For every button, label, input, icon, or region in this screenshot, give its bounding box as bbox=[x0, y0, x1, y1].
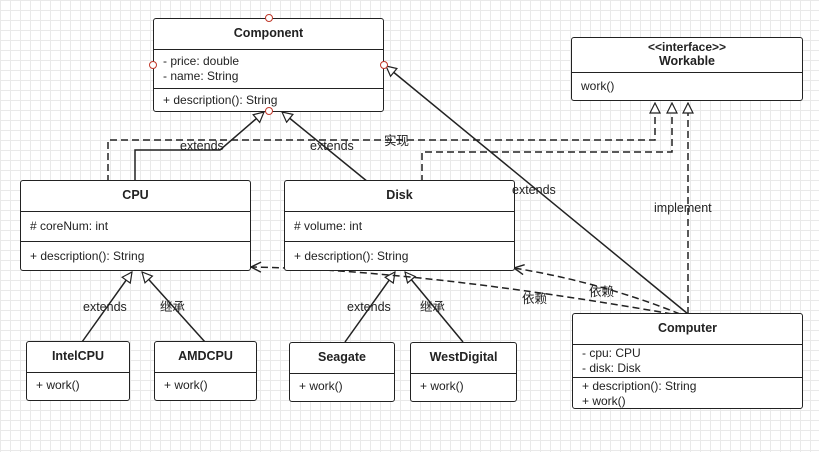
methods-section: + description(): String bbox=[285, 242, 514, 268]
label-realize: 实现 bbox=[384, 134, 410, 148]
attributes-section: # volume: int bbox=[285, 212, 514, 242]
label-intelcpu-extends: extends bbox=[83, 300, 127, 314]
method: + work() bbox=[164, 378, 208, 392]
class-name: IntelCPU bbox=[27, 342, 129, 373]
class-name: WestDigital bbox=[411, 343, 516, 374]
resize-handle-right[interactable] bbox=[380, 61, 388, 69]
edge-disk-realizes-workable bbox=[421, 103, 672, 182]
class-seagate[interactable]: Seagate + work() bbox=[289, 342, 395, 402]
methods-section: + description(): String + work() bbox=[573, 378, 802, 413]
edge-intelcpu-extends-cpu bbox=[81, 272, 132, 343]
methods-section: + description(): String bbox=[154, 89, 383, 112]
attributes-section: - cpu: CPU - disk: Disk bbox=[573, 345, 802, 378]
method: work() bbox=[581, 79, 615, 93]
method: + description(): String bbox=[163, 93, 278, 107]
class-name: CPU bbox=[21, 181, 250, 212]
class-amdcpu[interactable]: AMDCPU + work() bbox=[154, 341, 257, 401]
methods-section: work() bbox=[572, 73, 802, 98]
attribute: - cpu: CPU bbox=[582, 346, 641, 360]
class-disk[interactable]: Disk # volume: int + description(): Stri… bbox=[284, 180, 515, 271]
label-implement: implement bbox=[654, 201, 712, 215]
edge-cpu-realizes-workable bbox=[107, 103, 655, 182]
method: + description(): String bbox=[294, 249, 409, 263]
method: + work() bbox=[582, 394, 626, 408]
attribute: - name: String bbox=[163, 69, 239, 83]
method: + work() bbox=[420, 379, 464, 393]
label-amdcpu-inherit: 继承 bbox=[160, 300, 186, 314]
label-depends-disk: 依赖 bbox=[589, 285, 615, 299]
attribute: # coreNum: int bbox=[30, 219, 109, 233]
class-name: Computer bbox=[573, 314, 802, 345]
label-computer-extends: extends bbox=[512, 183, 556, 197]
attributes-section: - price: double - name: String bbox=[154, 50, 383, 89]
stereotype-label: <<interface>> bbox=[647, 40, 727, 54]
resize-handle-top[interactable] bbox=[265, 14, 273, 22]
methods-section: + work() bbox=[290, 374, 394, 398]
edge-seagate-extends-disk bbox=[344, 272, 395, 343]
method: + work() bbox=[299, 379, 343, 393]
class-computer[interactable]: Computer - cpu: CPU - disk: Disk + descr… bbox=[572, 313, 803, 409]
label-cpu-extends: extends bbox=[180, 139, 224, 153]
attributes-section: # coreNum: int bbox=[21, 212, 250, 242]
class-name: Component bbox=[154, 19, 383, 50]
method: + description(): String bbox=[582, 379, 697, 393]
methods-section: + work() bbox=[411, 374, 516, 398]
methods-section: + description(): String bbox=[21, 242, 250, 268]
class-name: Workable bbox=[572, 54, 802, 73]
resize-handle-left[interactable] bbox=[149, 61, 157, 69]
edge-amdcpu-extends-cpu bbox=[142, 272, 206, 343]
class-component[interactable]: Component - price: double - name: String… bbox=[153, 18, 384, 112]
class-westdigital[interactable]: WestDigital + work() bbox=[410, 342, 517, 402]
class-name: AMDCPU bbox=[155, 342, 256, 373]
methods-section: + work() bbox=[155, 373, 256, 397]
edge-cpu-extends-component bbox=[134, 112, 264, 182]
class-intelcpu[interactable]: IntelCPU + work() bbox=[26, 341, 130, 401]
label-depends-cpu: 依赖 bbox=[522, 292, 548, 306]
class-name: Seagate bbox=[290, 343, 394, 374]
resize-handle-bottom[interactable] bbox=[265, 107, 273, 115]
attribute: - disk: Disk bbox=[582, 361, 641, 375]
edge-westdigital-extends-disk bbox=[405, 272, 464, 343]
class-cpu[interactable]: CPU # coreNum: int + description(): Stri… bbox=[20, 180, 251, 271]
edge-disk-extends-component bbox=[282, 112, 369, 183]
edge-computer-extends-component bbox=[386, 66, 689, 315]
label-disk-extends: extends bbox=[310, 139, 354, 153]
method: + description(): String bbox=[30, 249, 145, 263]
attribute: - price: double bbox=[163, 54, 240, 68]
attribute: # volume: int bbox=[294, 219, 363, 233]
label-westdigital-inherit: 继承 bbox=[420, 300, 446, 314]
method: + work() bbox=[36, 378, 80, 392]
class-name: Disk bbox=[285, 181, 514, 212]
methods-section: + work() bbox=[27, 373, 129, 397]
label-seagate-extends: extends bbox=[347, 300, 391, 314]
interface-workable[interactable]: <<interface>> Workable work() bbox=[571, 37, 803, 101]
